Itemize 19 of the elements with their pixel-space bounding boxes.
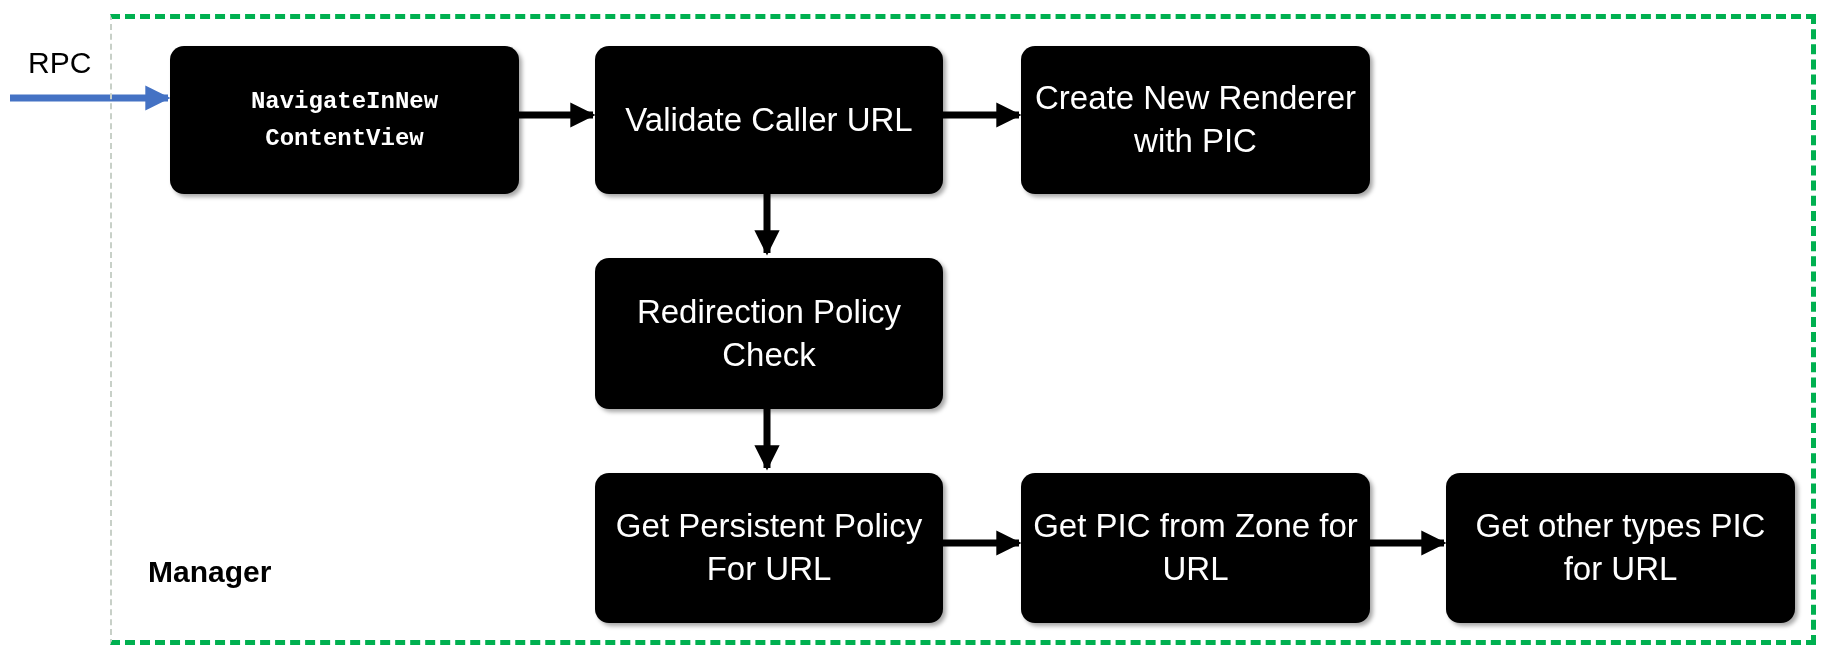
process-box: [170, 46, 519, 194]
box-text: Get other types PIC for URL: [1474, 506, 1767, 589]
arrow: [941, 102, 1022, 128]
box-text: Get PIC from Zone for URL: [1033, 506, 1358, 589]
process-box: [595, 46, 943, 194]
box-text: NavigateInNew ContentView: [249, 86, 440, 154]
process-box: [595, 258, 943, 409]
box-text: Validate Caller URL: [625, 99, 913, 140]
process-box: [1021, 46, 1370, 194]
manager-group-frame: [110, 14, 1816, 645]
box-text: Redirection Policy Check: [635, 291, 903, 375]
group-heading: Manager: [148, 554, 272, 590]
process-box: [595, 473, 943, 623]
arrow: [517, 102, 596, 128]
box-text: Create New Renderer with PIC: [1034, 78, 1357, 161]
arrow: [941, 530, 1022, 556]
box-text: Get Persistent Policy For URL: [614, 506, 924, 589]
process-box: [1021, 473, 1370, 623]
process-box: [1446, 473, 1795, 623]
